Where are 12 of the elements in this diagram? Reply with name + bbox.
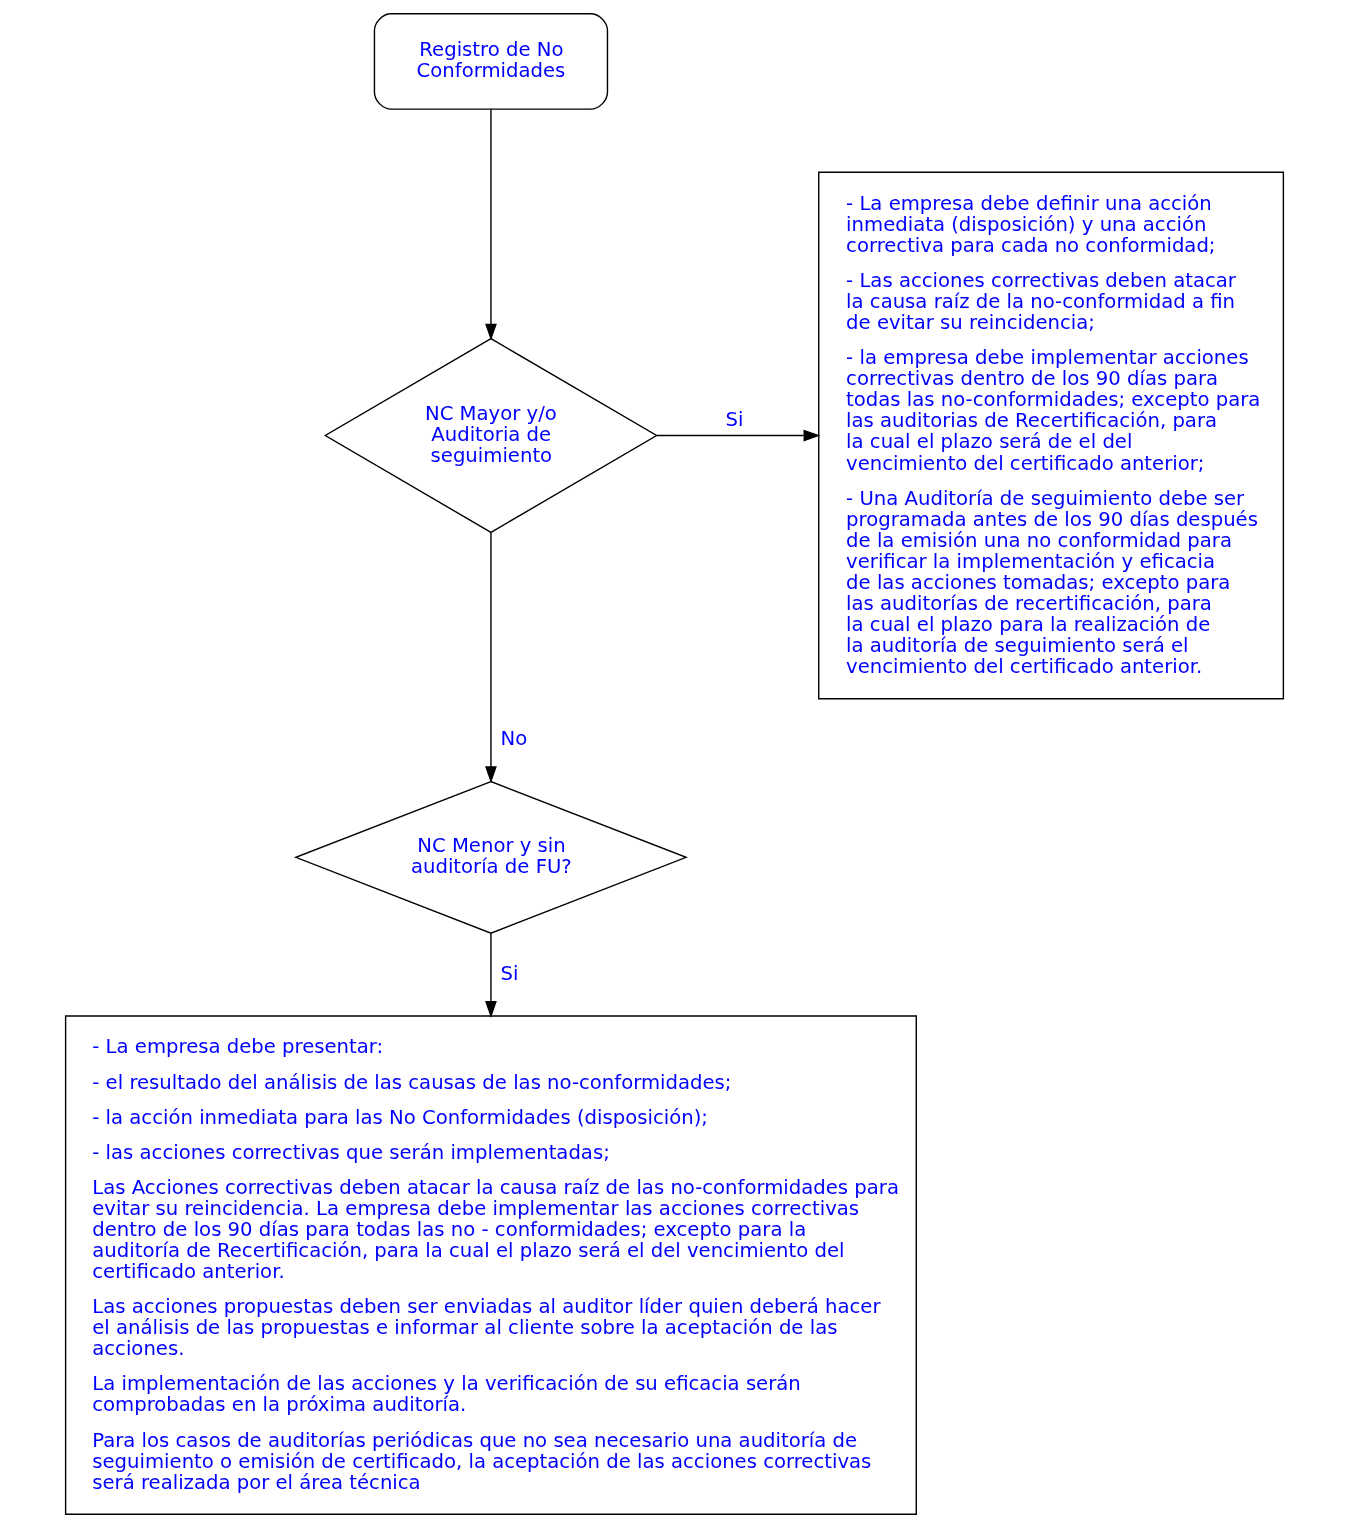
node-box: Registro de No Conformidades — [373, 13, 608, 110]
arrow — [484, 108, 497, 341]
edge-label: No — [499, 727, 527, 751]
edge-label: Si — [500, 961, 519, 985]
arrow — [484, 932, 497, 1018]
node-diamond: NC Menor y sin auditoría de FU? — [293, 780, 688, 934]
arrow — [484, 531, 497, 784]
node-diamond: NC Mayor y/o Auditoria de seguimiento — [323, 337, 658, 534]
node-box: - La empresa debe definir una acción inmediata (disposición) y una acción correctiva para cada no conformidad; - Las acciones correctivas deben atacar la causa raíz de la no-conformidad a fin de evitar su reincidencia; - la empresa debe implementar acciones correctivas dentro de los 90 días para todas las no-conformidades; excepto para las auditorias de Recertificación, para la cual el plazo será de el del vencimiento del certificado anterior; - Una Auditoría de seguimiento debe ser programada antes de los 90 días después de la emisión una no conformidad para verificar la implementación y eficacia de las acciones tomadas; excepto para las auditorías de recertificación, para la cual el plazo para la realización de la auditoría de seguimiento será el vencimiento del certificado anterior. — [817, 171, 1284, 700]
edge-label: Si — [725, 407, 744, 431]
arrow — [655, 429, 820, 442]
node-box: - La empresa debe presentar: - el resultado del análisis de las causas de las no-conformidades; - la acción inmediata para las No Conformidades (disposición); - las acciones correctivas que serán implementadas; Las Acciones correctivas deben atacar la causa raíz de las no-conformidades para evitar su reincidencia. La empresa debe implementar las acciones correctivas dentro de los 90 días para todas las no - conformidades; excepto para la auditoría de Recertificación, para la cual el plazo será el del vencimiento del certificado anterior. Las acciones propuestas deben ser enviadas al auditor líder quien deberá hacer el análisis de las propuestas e informar al cliente sobre la aceptación de las acciones. La implementación de las acciones y la verificación de su eficacia serán comprobadas en la próxima auditoría. Para los casos de auditorías periódicas que no sea necesario una auditoría de seguimiento o emisión de certificado, la aceptación de las acciones correctivas será realizada por el área técnica — [64, 1015, 917, 1515]
